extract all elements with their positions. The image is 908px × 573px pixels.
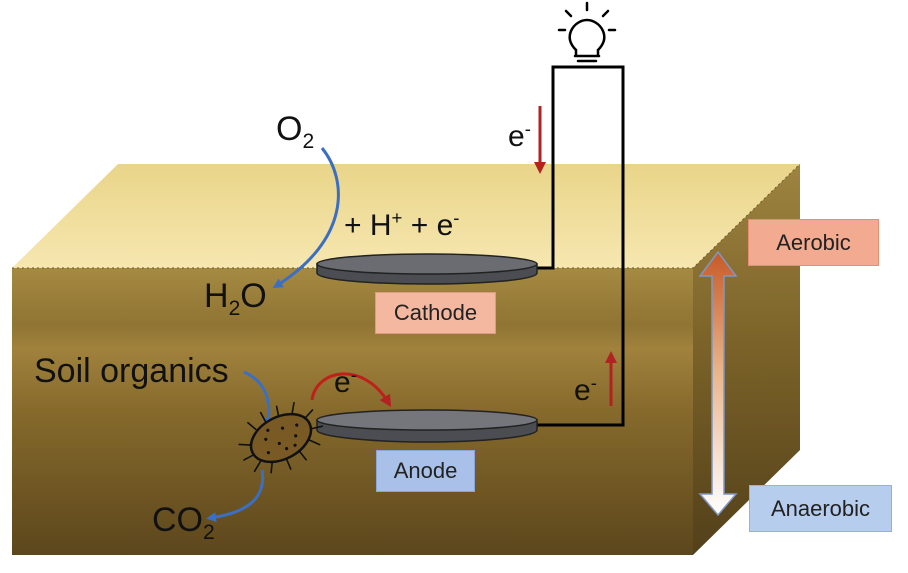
electron-label-anode: e- [334, 364, 357, 399]
co2-release-arrow [206, 469, 265, 523]
proton-electron-label: + H+ + e- [344, 207, 460, 242]
anode-electrode [316, 409, 538, 443]
organics-uptake-arrow [243, 370, 274, 428]
electron-label-right: e- [574, 372, 597, 407]
electron-transfer-arrow [310, 372, 392, 408]
bacterium-icon [238, 401, 324, 474]
co2-label: CO2 [152, 501, 215, 544]
oxygen-reduction-arrow [272, 147, 340, 289]
soil-front-face [12, 268, 693, 555]
anode-tag: Anode [376, 450, 475, 492]
oxygen-gradient-arrow [698, 250, 738, 517]
soil-organics-label: Soil organics [34, 352, 229, 390]
electron-label-top: e- [508, 118, 531, 153]
circuit-wire [537, 65, 625, 427]
soil-front-top-edge [12, 163, 801, 269]
water-label: H2O [204, 277, 267, 320]
lightbulb-icon [557, 1, 617, 63]
cathode-tag: Cathode [375, 292, 496, 334]
oxygen-label: O2 [276, 110, 315, 153]
aerobic-tag: Aerobic [748, 219, 879, 266]
cathode-electrode [316, 253, 538, 285]
soil-top-face [12, 164, 800, 268]
anaerobic-tag: Anaerobic [749, 485, 892, 532]
